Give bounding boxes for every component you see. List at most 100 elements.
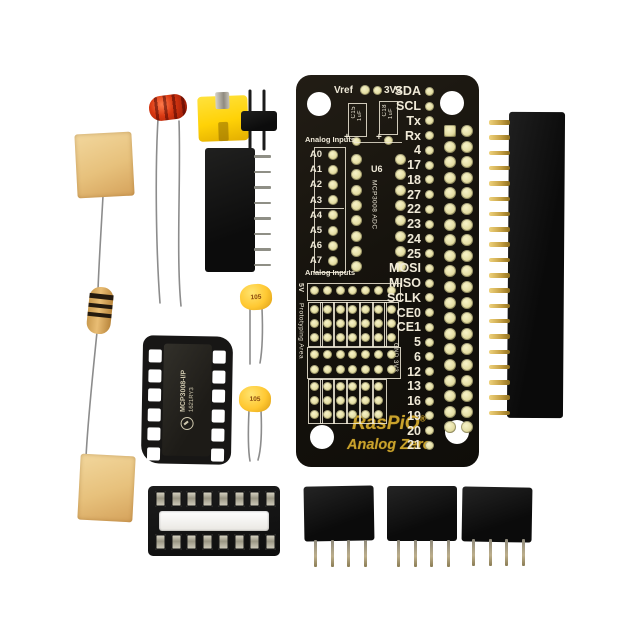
proto-hole [361, 319, 371, 328]
proto-hole [310, 382, 319, 391]
gpio-through-hole [461, 327, 473, 340]
header4-pin [413, 540, 417, 567]
thermistor-lead-right [177, 120, 182, 307]
proto-hole [310, 333, 319, 342]
proto-rail-box [307, 283, 401, 301]
proto-hole [348, 333, 358, 342]
proto-hole [335, 396, 345, 405]
gpio-header-pin [489, 288, 510, 293]
foam-cutout [147, 407, 161, 422]
proto-hole [361, 305, 371, 314]
silk-u6: U6 [371, 164, 383, 174]
resistor-band [89, 292, 114, 301]
proto-hole [322, 333, 332, 342]
thermistor-lead-left [155, 118, 161, 304]
gpio-pin-label: 25 [407, 246, 421, 261]
gpio-pin-label: SDA [394, 84, 421, 99]
proto-hole [386, 319, 396, 328]
cap-footprint-c15: C15 1uF [348, 103, 367, 137]
analog-pin-label: A4 [309, 209, 322, 221]
analog-pad [328, 149, 338, 160]
silk-5v: 5V [297, 283, 304, 293]
gpio-through-hole [461, 312, 473, 325]
proto-hole [361, 396, 371, 405]
gpio-header-pin [489, 380, 510, 385]
analog-pin-row: A2 [292, 177, 338, 192]
foam-cutout [211, 428, 225, 442]
analog-pin-row: A6 [292, 238, 338, 253]
antistatic-foam: MCP3008-I/P 1621RY3 [140, 335, 234, 465]
gpio-pin-label: 24 [407, 231, 421, 246]
gpio-label-pad [425, 175, 434, 185]
gpio-label-row: 27 [330, 187, 434, 202]
proto-hole [335, 333, 345, 342]
gpio-through-hole [444, 405, 456, 418]
socket-contact [217, 534, 229, 550]
gpio-through-hole [461, 249, 473, 262]
proto-column-box [384, 302, 400, 347]
mcp3008-ic: MCP3008-I/P 1621RY3 [162, 343, 212, 457]
proto-hole [361, 350, 371, 359]
header8-pin [254, 217, 271, 220]
mounting-hole-tl [307, 92, 331, 116]
adc-footprint-hole [351, 230, 362, 242]
silk-gnd-3v3: GND 3V3 [392, 343, 398, 373]
gpio-label-row: 16 [330, 394, 434, 409]
proto-hole [335, 382, 345, 391]
gpio-label-row: 5 [330, 335, 434, 350]
proto-hole [335, 364, 345, 374]
female-header-4-b [387, 486, 457, 541]
gpio-label-pad [425, 396, 434, 406]
header4-pin [505, 539, 508, 566]
gpio-pin-label: 21 [407, 438, 421, 453]
thermistor-stripes [147, 92, 189, 123]
proto-hole [374, 410, 383, 419]
adc-footprint-hole [395, 230, 406, 242]
cap-footprint-c18: C18 1uF [379, 101, 398, 135]
adc-footprint-hole [351, 169, 362, 181]
gpio-pin-label: Tx [406, 113, 421, 128]
gpio-through-hole [461, 156, 473, 169]
proto-hole [374, 286, 383, 295]
gpio-header-pin [489, 395, 510, 400]
silk-plus2: + [376, 132, 382, 143]
gpio-through-hole [461, 421, 473, 434]
gpio-header-pin [489, 181, 510, 186]
ic-socket-slot [159, 511, 269, 531]
foam-cutout [211, 389, 226, 403]
jumper-slot [218, 121, 229, 142]
gpio-pin-label: 4 [414, 143, 421, 158]
analog-pin-row: A3 [292, 193, 338, 208]
proto-hole [374, 319, 383, 328]
proto-hole [335, 410, 345, 419]
socket-contact [264, 491, 276, 507]
gpio-header-pin [489, 318, 510, 324]
proto-hole [322, 305, 332, 314]
analog-pad [328, 164, 338, 175]
analog-pad [328, 240, 338, 251]
gpio-label-pad [425, 131, 434, 141]
proto-hole [361, 382, 371, 391]
proto-hole [348, 350, 358, 359]
proto-column-box [371, 379, 387, 424]
gpio-label-pad [425, 367, 434, 377]
gpio-label-pad [425, 116, 434, 126]
header4-pin [472, 539, 475, 566]
socket-contact [249, 534, 261, 550]
gpio-pin-label: 17 [407, 158, 421, 173]
gpio-label-pad [425, 263, 434, 273]
gpio-label-row: 18 [330, 173, 434, 188]
analog-zero-pcb: Vref 3V3 C15 1uF C18 1uF + + Analog Inpu… [296, 75, 479, 467]
proto-hole [310, 319, 319, 328]
gpio-label-pad [425, 234, 434, 244]
gpio-label-pad [425, 293, 434, 303]
gpio-label-pad [425, 337, 434, 347]
proto-hole [348, 382, 358, 391]
gpio-through-hole [461, 187, 473, 200]
proto-hole [322, 319, 332, 328]
microchip-logo-icon [179, 416, 194, 430]
gpio-through-hole [461, 359, 473, 371]
header4-pin [430, 540, 433, 567]
proto-hole [335, 319, 345, 328]
